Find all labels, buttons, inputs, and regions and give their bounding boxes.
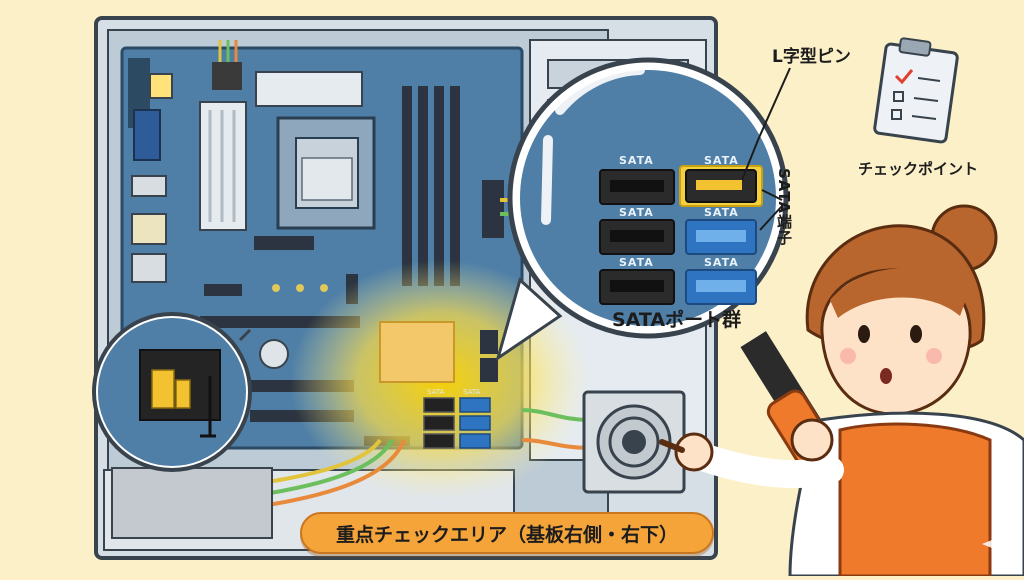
board-sata-port (423, 415, 455, 431)
zoom-sata-port (685, 219, 757, 255)
drive-bay (111, 467, 273, 539)
zoom-port-label: SATA (704, 154, 739, 167)
zoom-sata-port-highlighted (679, 165, 763, 207)
zoom-sata-port (685, 269, 757, 305)
checkpoint-label: チェックポイント (858, 160, 979, 178)
zoom-port-label: SATA (704, 206, 739, 219)
leader-lines (741, 67, 791, 231)
board-sata-port (459, 397, 491, 413)
case-fan (582, 390, 686, 494)
sata-terminal-label: SATA端子 (775, 168, 793, 246)
zoom-port-label: SATA (619, 154, 654, 167)
board-port-label: SATA (427, 388, 445, 396)
l-pin-label: L字型ピン (772, 47, 851, 67)
checklist-clipboard-icon (873, 37, 959, 144)
zoom-port-label: SATA (704, 256, 739, 269)
focus-area-banner: 重点チェックエリア（基板右側・右下） (300, 512, 714, 554)
board-sata-area (379, 321, 498, 449)
zoom-sata-port (599, 269, 675, 305)
board-sata-port (423, 433, 455, 449)
sparkle-icon (982, 530, 1010, 558)
sata-group-label: SATAポート群 (612, 309, 742, 331)
character-woman (659, 204, 1024, 578)
board-sata-port (459, 433, 491, 449)
small-magnifier (92, 312, 252, 472)
board-sata-port (459, 415, 491, 431)
zoom-sata-port (599, 169, 675, 205)
board-port-label: SATA (463, 388, 481, 396)
board-sata-port (423, 397, 455, 413)
zoom-sata-port (599, 219, 675, 255)
zoom-port-label: SATA (619, 206, 654, 219)
zoom-port-label: SATA (619, 256, 654, 269)
